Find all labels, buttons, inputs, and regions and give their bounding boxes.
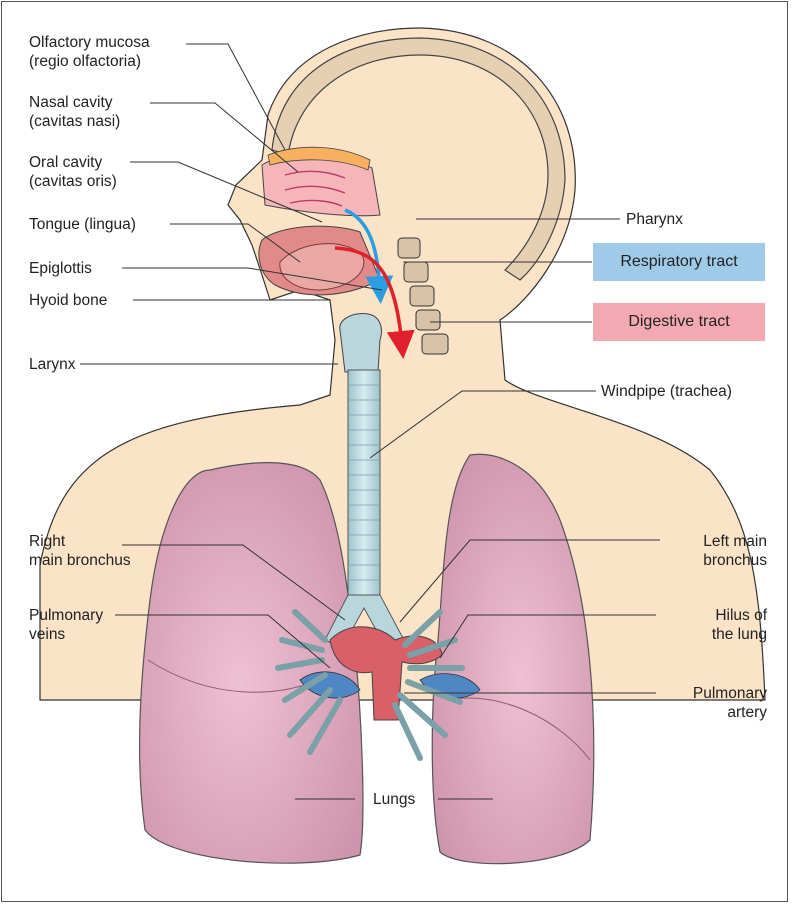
- right-lung: [140, 463, 363, 864]
- label-olfactory-mucosa: Olfactory mucosa (regio olfactoria): [29, 33, 150, 71]
- label-larynx: Larynx: [29, 355, 76, 374]
- label-nasal-cavity: Nasal cavity (cavitas nasi): [29, 93, 120, 131]
- larynx-shape: [340, 314, 382, 372]
- label-hyoid-bone: Hyoid bone: [29, 291, 107, 310]
- label-pulmonary-artery: Pulmonary artery: [693, 684, 767, 722]
- label-windpipe: Windpipe (trachea): [601, 382, 732, 401]
- trachea-shape: [348, 370, 380, 598]
- label-pulmonary-veins: Pulmonary veins: [29, 606, 103, 644]
- legend-respiratory-tract: Respiratory tract: [593, 243, 765, 281]
- legend-digestive-tract: Digestive tract: [593, 303, 765, 341]
- label-oral-cavity: Oral cavity (cavitas oris): [29, 153, 117, 191]
- label-hilus-of-the-lung: Hilus of the lung: [712, 606, 767, 644]
- label-left-main-bronchus: Left main bronchus: [703, 532, 767, 570]
- label-lungs: Lungs: [373, 790, 415, 809]
- label-epiglottis: Epiglottis: [29, 259, 92, 278]
- label-tongue: Tongue (lingua): [29, 215, 136, 234]
- label-pharynx: Pharynx: [626, 210, 683, 229]
- label-right-main-bronchus: Right main bronchus: [29, 532, 131, 570]
